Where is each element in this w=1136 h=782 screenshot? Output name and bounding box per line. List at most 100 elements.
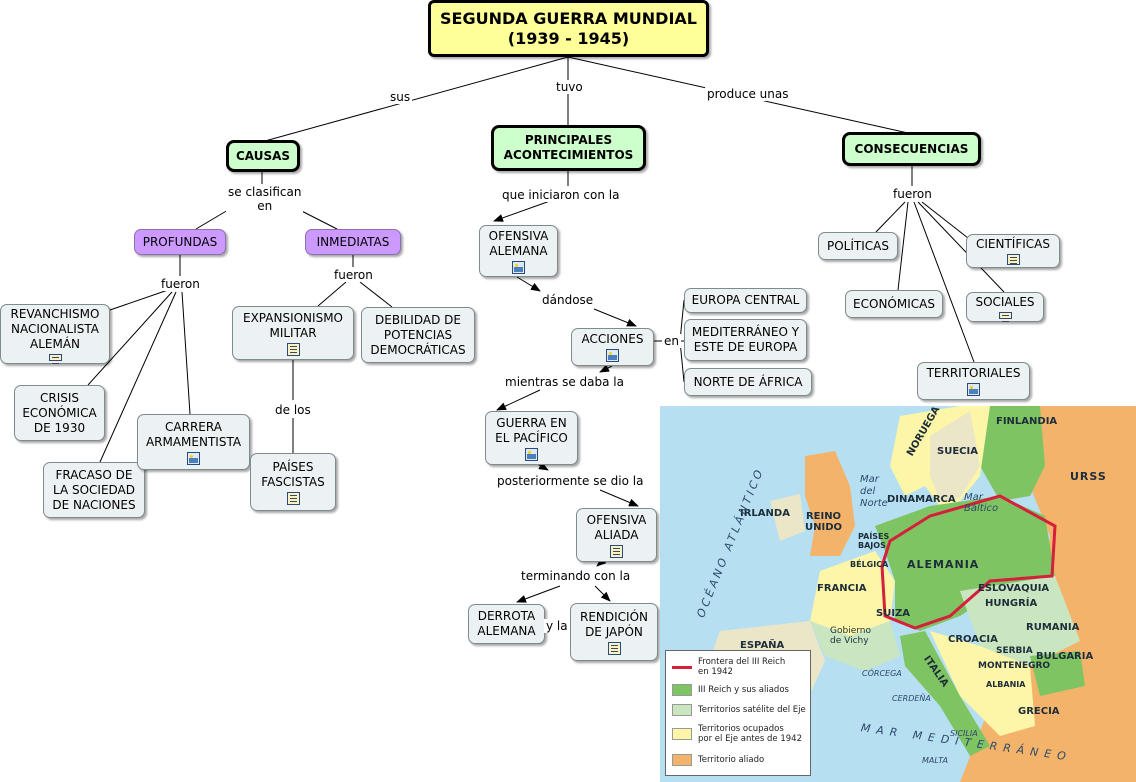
map-label-hungria: HUNGRÍA [985, 598, 1038, 609]
link-fueron-profundas: fueron [159, 277, 202, 291]
node-guerra-pacifico[interactable]: GUERRA EN EL PACÍFICO [485, 411, 578, 465]
node-territoriales[interactable]: TERRITORIALES [917, 362, 1030, 400]
main-title-line1: SEGUNDA GUERRA MUNDIAL [440, 8, 697, 28]
map-label-paises-bajos: PAÍSES BAJOS [858, 532, 890, 550]
map-italia [900, 631, 990, 756]
map-label-suecia: SUECIA [937, 446, 978, 457]
node-expansionismo[interactable]: EXPANSIONISMO MILITAR [232, 306, 354, 360]
legend-label-aliado: Territorio aliado [698, 755, 765, 765]
map-finlandia [980, 406, 1045, 501]
document-icon[interactable] [48, 354, 62, 364]
node-debilidad[interactable]: DEBILIDAD DE POTENCIAS DEMOCRÁTICAS [361, 307, 475, 363]
map-label-rumania: RUMANIA [1026, 622, 1080, 633]
rendicion-label: RENDICIÓN DE JAPÓN [579, 609, 648, 639]
image-icon[interactable] [512, 260, 525, 274]
node-profundas[interactable]: PROFUNDAS [134, 229, 226, 255]
map-label-finlandia: FINLANDIA [996, 416, 1058, 427]
legend-swatch-satelite [672, 704, 692, 716]
node-mediterraneo[interactable]: MEDITERRÁNEO Y ESTE DE EUROPA [684, 319, 807, 361]
node-ofensiva-alemana[interactable]: OFENSIVA ALEMANA [479, 225, 558, 277]
guerra-pacifico-label: GUERRA EN EL PACÍFICO [495, 415, 568, 445]
europe-map-image: FINLANDIA URSS NORUEGA SUECIA DINAMARCA … [660, 406, 1136, 782]
ofensiva-aliada-label: OFENSIVA ALIADA [586, 512, 647, 542]
map-label-malta: MALTA [922, 756, 948, 765]
node-causas[interactable]: CAUSAS [226, 140, 300, 172]
map-label-eslovaquia: ESLOVAQUIA [978, 583, 1050, 594]
legend-row-reich: III Reich y sus aliados [672, 684, 789, 696]
node-consecuencias[interactable]: CONSECUENCIAS [842, 132, 981, 166]
map-francia [810, 551, 895, 636]
link-posteriormente: posteriormente se dio la [495, 474, 646, 488]
node-revanchismo[interactable]: REVANCHISMO NACIONALISTA ALEMÁN [0, 304, 110, 364]
image-icon[interactable] [187, 451, 200, 465]
node-fracaso[interactable]: FRACASO DE LA SOCIEDAD DE NACIONES [43, 462, 145, 518]
map-label-espana: ESPAÑA [740, 640, 785, 651]
map-hungria-rumania [960, 576, 1080, 666]
cientificas-label: CIENTÍFICAS [976, 237, 1050, 251]
link-sus: sus [388, 90, 413, 104]
legend-label-satelite: Territorios satélite del Eje [698, 705, 806, 715]
node-inmediatas[interactable]: INMEDIATAS [305, 229, 401, 255]
map-label-grecia: GRECIA [1018, 706, 1060, 717]
map-label-croacia: CROACIA [948, 634, 998, 645]
node-paises[interactable]: PAÍSES FASCISTAS [250, 453, 336, 511]
legend-swatch-reich [672, 684, 692, 696]
document-icon[interactable] [610, 544, 623, 558]
sociales-label: SOCIALES [975, 295, 1035, 309]
legend-row-satelite: Territorios satélite del Eje [672, 704, 806, 716]
map-label-sicilia: SICILIA [950, 729, 978, 738]
map-label-mar-baltico: Mar Báltico [964, 492, 999, 514]
image-icon[interactable] [525, 447, 538, 461]
node-crisis[interactable]: CRISIS ECONÓMICA DE 1930 [14, 385, 105, 441]
legend-row-aliado: Territorio aliado [672, 754, 764, 766]
map-label-cerdena: CERDEÑA [892, 694, 931, 703]
link-tuvo: tuvo [554, 80, 585, 94]
document-icon[interactable] [998, 312, 1012, 322]
link-terminando: terminando con la [519, 569, 633, 583]
document-icon[interactable] [286, 342, 300, 356]
node-norte-africa[interactable]: NORTE DE ÁFRICA [684, 368, 812, 396]
link-dandose: dándose [540, 293, 596, 307]
map-label-alemania: ALEMANIA [907, 558, 980, 571]
main-title: SEGUNDA GUERRA MUNDIAL (1939 - 1945) [428, 0, 709, 57]
node-politicas[interactable]: POLÍTICAS [818, 232, 898, 260]
node-cientificas[interactable]: CIENTÍFICAS [966, 234, 1060, 268]
node-derrota[interactable]: DERROTA ALEMANA [468, 604, 545, 644]
acciones-label: ACCIONES [581, 332, 644, 346]
node-rendicion[interactable]: RENDICIÓN DE JAPÓN [570, 603, 658, 661]
document-icon[interactable] [286, 491, 300, 505]
node-principales[interactable]: PRINCIPALES ACONTECIMIENTOS [491, 125, 646, 171]
node-carrera[interactable]: CARRERA ARMAMENTISTA [137, 414, 250, 470]
map-label-reino-unido: REINO UNIDO [805, 511, 843, 533]
revanchismo-label: REVANCHISMO NACIONALISTA ALEMÁN [10, 307, 100, 351]
map-label-dinamarca: DINAMARCA [887, 494, 956, 505]
map-label-irlanda: IRLANDA [740, 508, 790, 519]
link-se-clasifican: se clasifican en [226, 185, 304, 213]
map-suecia [930, 411, 980, 501]
image-icon[interactable] [606, 349, 619, 362]
link-mientras: mientras se daba la [503, 375, 626, 389]
map-vichy [810, 621, 900, 671]
carrera-label: CARRERA ARMAMENTISTA [145, 419, 242, 449]
link-fueron-inmediatas: fueron [332, 268, 375, 282]
ofensiva-alemana-label: OFENSIVA ALEMANA [488, 228, 549, 258]
node-europa-central[interactable]: EUROPA CENTRAL [684, 288, 807, 313]
legend-label-reich: III Reich y sus aliados [698, 685, 789, 695]
map-label-francia: FRANCIA [817, 583, 867, 594]
document-icon[interactable] [1006, 254, 1020, 265]
legend-label-frontera: Frontera del III Reich en 1942 [698, 657, 786, 677]
map-bulgaria [1030, 651, 1085, 696]
map-legend: Frontera del III Reich en 1942 III Reich… [665, 650, 811, 776]
node-economicas[interactable]: ECONÓMICAS [845, 290, 943, 318]
map-irlanda [770, 494, 805, 541]
map-label-suiza: SUIZA [876, 608, 911, 619]
link-de-los: de los [273, 403, 313, 417]
document-icon[interactable] [607, 641, 621, 655]
image-icon[interactable] [967, 383, 980, 396]
node-ofensiva-aliada[interactable]: OFENSIVA ALIADA [576, 508, 657, 562]
node-sociales[interactable]: SOCIALES [966, 292, 1044, 322]
legend-swatch-frontera [672, 665, 692, 669]
node-acciones[interactable]: ACCIONES [571, 328, 654, 366]
map-label-mar-norte: Mar del Norte [860, 474, 888, 509]
legend-swatch-aliado [672, 754, 692, 766]
